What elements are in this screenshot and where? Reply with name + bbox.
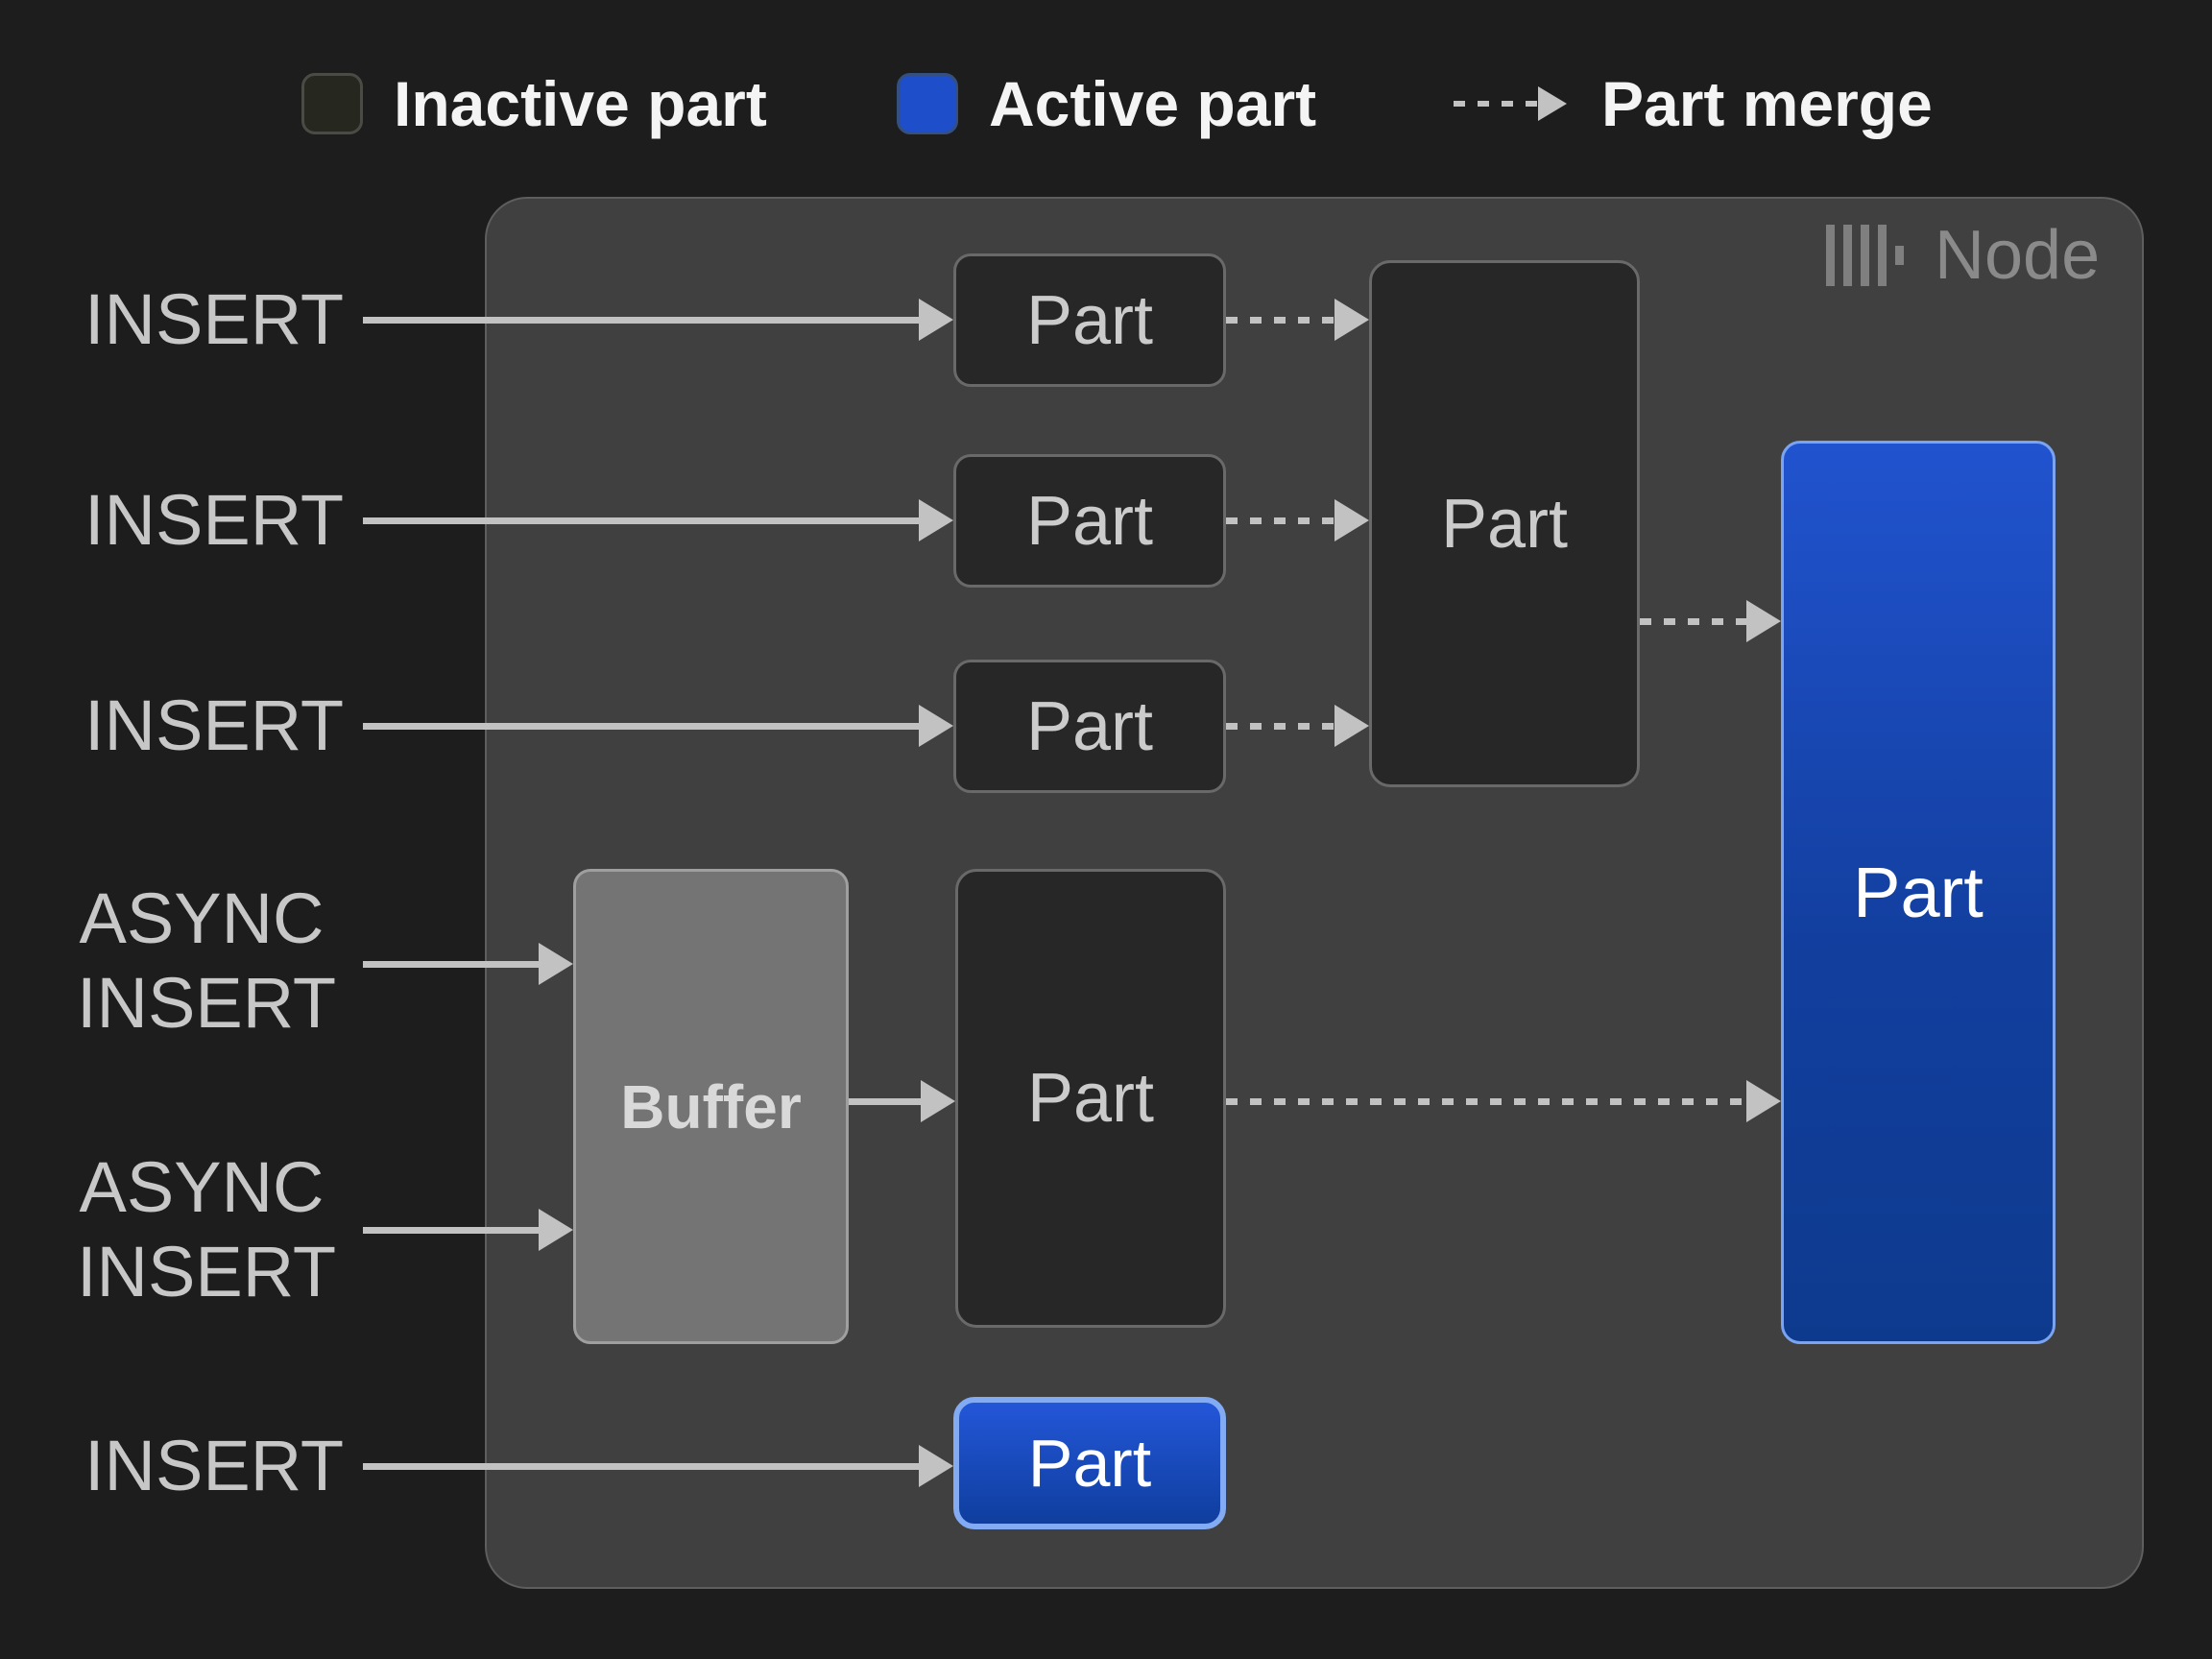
legend-part-merge: Part merge xyxy=(1454,68,1933,139)
solid-arrow-insert-4 xyxy=(363,1445,953,1487)
solid-arrow-insert-1 xyxy=(363,299,953,341)
legend-merge-label: Part merge xyxy=(1601,68,1933,139)
buffer-label: Buffer xyxy=(620,1071,802,1142)
clickhouse-bars-icon xyxy=(1826,225,1904,286)
inactive-part-box-3: Part xyxy=(953,660,1226,793)
inactive-part-box-1: Part xyxy=(953,253,1226,387)
dashed-arrow-part1-to-merge xyxy=(1226,299,1369,341)
solid-arrow-buffer-to-part xyxy=(849,1080,955,1122)
merge-part-box: Part xyxy=(1369,260,1640,787)
merge-part-label: Part xyxy=(1440,485,1569,563)
async-insert-label-2-line2: INSERT xyxy=(77,1232,337,1311)
solid-arrow-async-insert-1 xyxy=(363,943,573,985)
active-part-box-small: Part xyxy=(953,1397,1226,1529)
part-box-2-label: Part xyxy=(1025,482,1154,560)
solid-arrow-async-insert-2 xyxy=(363,1209,573,1251)
dashed-arrow-merge-to-active xyxy=(1640,600,1781,642)
inactive-part-swatch-icon xyxy=(301,73,363,134)
active-part-small-label: Part xyxy=(1027,1426,1152,1501)
buffer-box: Buffer xyxy=(573,869,849,1344)
part-box-3-label: Part xyxy=(1025,687,1154,765)
active-part-swatch-icon xyxy=(897,73,958,134)
async-insert-label-1-line1: ASYNC xyxy=(79,878,325,958)
tall-inactive-part-box: Part xyxy=(955,869,1226,1328)
active-part-large-label: Part xyxy=(1853,853,1984,932)
dashed-arrow-part3-to-merge xyxy=(1226,705,1369,747)
legend-active-part: Active part xyxy=(897,68,1317,139)
insert-label-3: INSERT xyxy=(84,685,345,765)
dashed-arrow-tallpart-to-active xyxy=(1226,1080,1781,1122)
async-insert-label-2: ASYNC INSERT xyxy=(77,1145,337,1314)
insert-label-1: INSERT xyxy=(84,279,345,359)
async-insert-label-1: ASYNC INSERT xyxy=(77,877,337,1046)
active-part-box-large: Part xyxy=(1781,441,2056,1344)
legend-inactive-label: Inactive part xyxy=(394,68,767,139)
node-title-label: Node xyxy=(1935,217,2101,294)
tall-part-label: Part xyxy=(1026,1060,1155,1137)
insert-label-2: INSERT xyxy=(84,480,345,560)
insert-label-4: INSERT xyxy=(84,1426,345,1505)
dashed-arrow-part2-to-merge xyxy=(1226,499,1369,541)
legend-active-label: Active part xyxy=(989,68,1317,139)
node-title: Node xyxy=(1826,217,2101,294)
solid-arrow-insert-3 xyxy=(363,705,953,747)
solid-arrow-insert-2 xyxy=(363,499,953,541)
part-box-1-label: Part xyxy=(1025,281,1154,359)
legend-inactive-part: Inactive part xyxy=(301,68,767,139)
dashed-arrow-right-icon xyxy=(1454,86,1567,121)
async-insert-label-1-line2: INSERT xyxy=(77,963,337,1043)
inactive-part-box-2: Part xyxy=(953,454,1226,588)
async-insert-label-2-line1: ASYNC xyxy=(79,1147,325,1227)
